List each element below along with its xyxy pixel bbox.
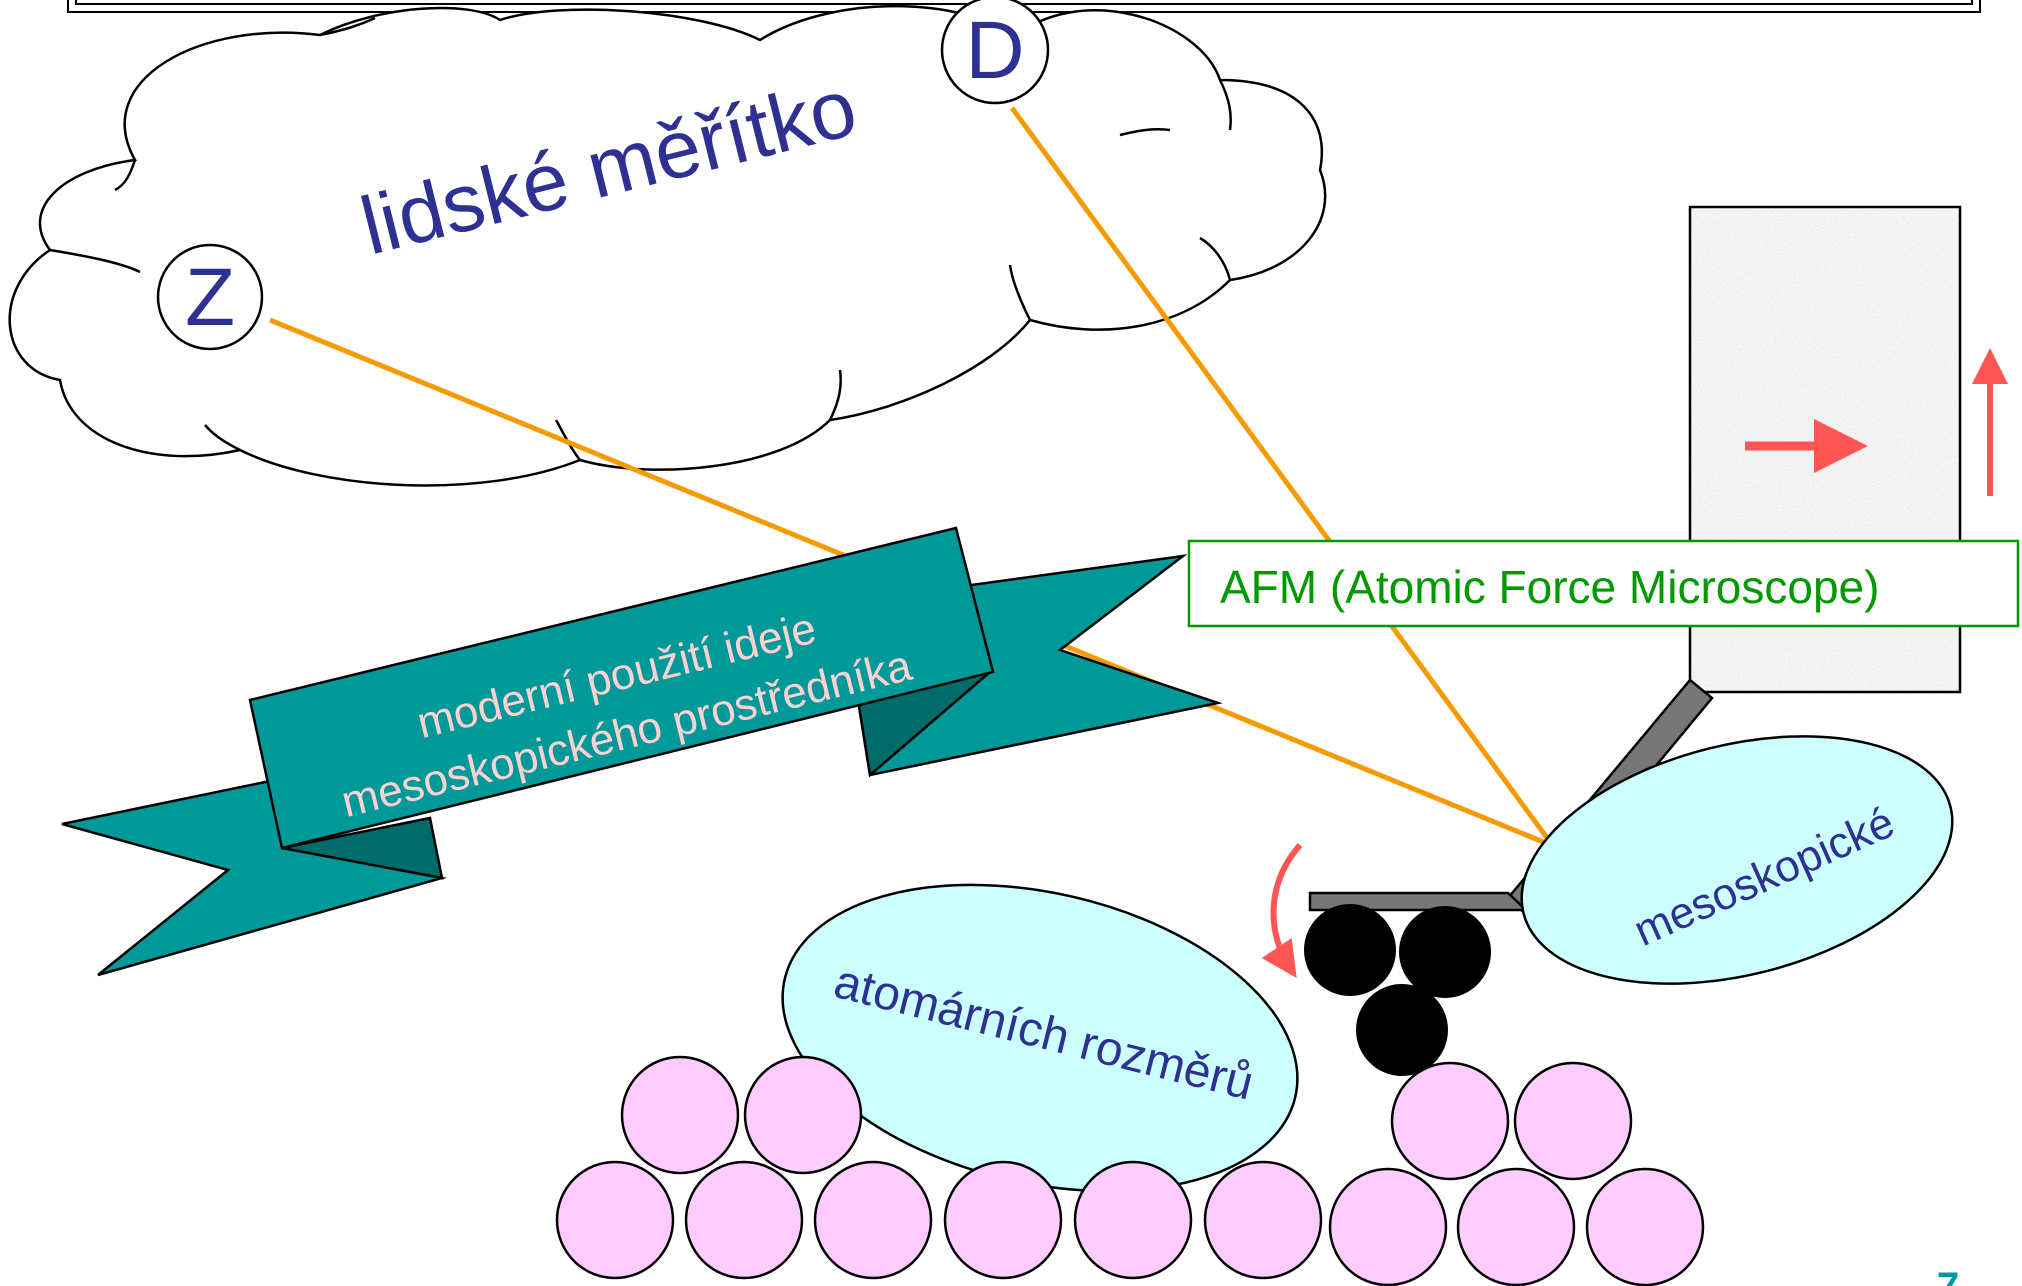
mesoscopic-ellipse	[1520, 735, 1954, 985]
substrate-atom	[1585, 1167, 1705, 1286]
z-marker: Z	[156, 243, 264, 351]
substrate-atom	[1328, 1167, 1448, 1286]
tip-atoms	[1304, 904, 1491, 1076]
substrate-atom	[684, 1160, 804, 1280]
afm-label: AFM (Atomic Force Microscope)	[1220, 561, 1879, 613]
ribbon-banner	[61, 526, 1223, 977]
tip-atom	[1304, 904, 1396, 996]
rotation-arrow	[1261, 843, 1303, 978]
substrate-atom	[1073, 1160, 1193, 1280]
substrate-atom	[813, 1160, 933, 1280]
d-label: D	[965, 5, 1024, 96]
substrate-atom	[1390, 1061, 1510, 1181]
tip-atom	[1399, 906, 1491, 998]
page-number: 7	[1937, 1265, 1959, 1286]
substrate-atom	[1456, 1167, 1576, 1286]
substrate-atom	[743, 1055, 863, 1175]
ribbon-left-fold	[281, 816, 444, 880]
tip-atom	[1356, 984, 1448, 1076]
substrate-atom	[620, 1055, 740, 1175]
afm-scanner-outline	[1688, 205, 1962, 694]
d-connector-line	[1009, 106, 1556, 848]
substrate-atom	[1203, 1160, 1323, 1280]
z-label: Z	[185, 252, 235, 343]
substrate-atom	[943, 1160, 1063, 1280]
substrate-atom	[555, 1160, 675, 1280]
d-marker: D	[940, 0, 1050, 105]
ribbon-main	[248, 526, 995, 850]
substrate-atoms	[555, 1055, 1705, 1286]
substrate-atom	[1513, 1061, 1633, 1181]
afm-label-box	[1187, 539, 2020, 628]
